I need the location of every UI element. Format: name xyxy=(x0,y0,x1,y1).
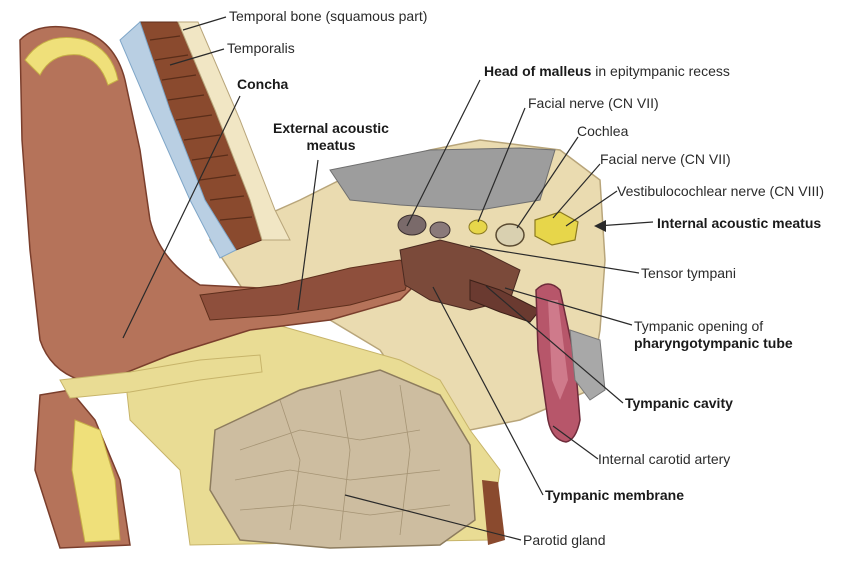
label-temporal-bone: Temporal bone (squamous part) xyxy=(229,8,427,25)
label-tympanic-membrane: Tympanic membrane xyxy=(545,487,684,504)
label-tensor-tympani: Tensor tympani xyxy=(641,265,736,282)
label-tympanic-opening: Tympanic opening of pharyngotympanic tub… xyxy=(634,318,793,352)
label-external-acoustic-meatus-line2: meatus xyxy=(264,137,398,154)
label-tympanic-cavity: Tympanic cavity xyxy=(625,395,733,412)
grey-tissue xyxy=(330,148,555,210)
label-cochlea: Cochlea xyxy=(577,123,628,140)
facial-nerve-structure xyxy=(469,220,487,234)
label-temporalis: Temporalis xyxy=(227,40,295,57)
label-parotid-gland: Parotid gland xyxy=(523,532,606,549)
label-head-of-malleus-rest: in epitympanic recess xyxy=(595,63,730,79)
label-tympanic-opening-line1: Tympanic opening of xyxy=(634,318,793,335)
label-concha: Concha xyxy=(237,76,288,93)
label-internal-carotid-artery: Internal carotid artery xyxy=(598,451,730,468)
cochlea-structure xyxy=(496,224,524,246)
label-external-acoustic-meatus: External acoustic meatus xyxy=(264,120,398,154)
malleus-ossicle xyxy=(398,215,426,235)
label-facial-nerve-2: Facial nerve (CN VII) xyxy=(600,151,731,168)
label-internal-acoustic-meatus: Internal acoustic meatus xyxy=(657,215,821,232)
label-head-of-malleus: Head of malleus in epitympanic recess xyxy=(484,63,730,80)
label-external-acoustic-meatus-line1: External acoustic xyxy=(264,120,398,137)
label-vestibulocochlear-nerve: Vestibulocochlear nerve (CN VIII) xyxy=(617,183,824,200)
label-tympanic-opening-line2: pharyngotympanic tube xyxy=(634,335,793,352)
label-facial-nerve-1: Facial nerve (CN VII) xyxy=(528,95,659,112)
label-head-of-malleus-bold: Head of malleus xyxy=(484,63,591,79)
incus-ossicle xyxy=(430,222,450,238)
